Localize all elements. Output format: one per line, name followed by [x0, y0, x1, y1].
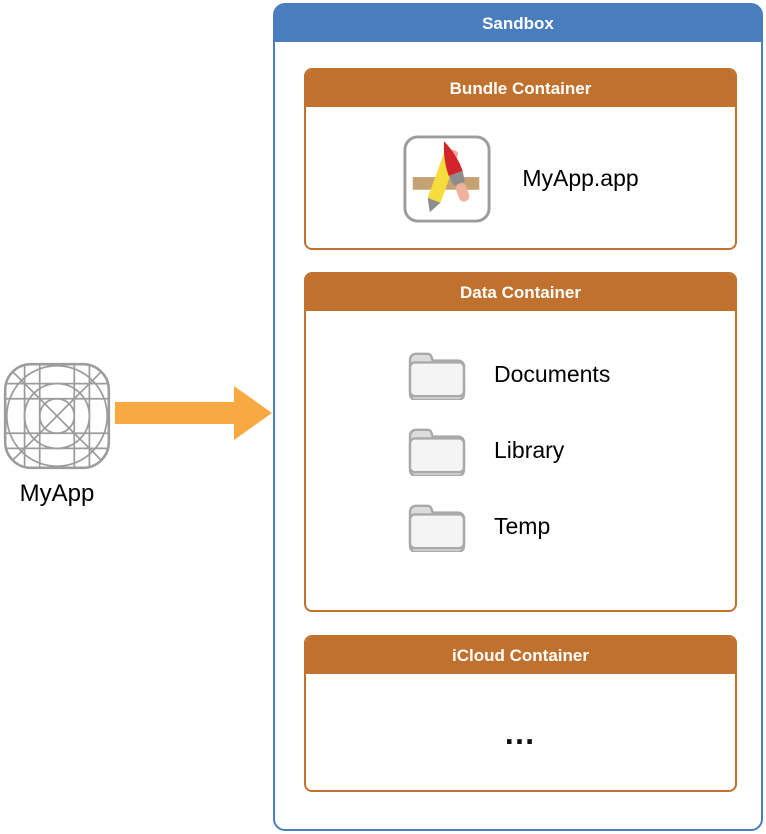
app-label: MyApp [19, 480, 95, 507]
folder-label: Temp [494, 512, 551, 539]
data-container-title: Data Container [306, 274, 735, 311]
icloud-container-body: … [306, 674, 735, 790]
folder-list: Documents Library Temp [306, 311, 735, 552]
arrow-right-icon [115, 386, 272, 440]
folder-row: Documents [406, 348, 735, 400]
folder-row: Library [406, 424, 735, 476]
bundle-item-label: MyApp.app [522, 165, 639, 191]
icloud-container-box: iCloud Container … [304, 635, 737, 792]
ellipsis-placeholder: … [503, 714, 538, 751]
app-grid-icon [3, 362, 111, 470]
folder-label: Library [494, 436, 565, 463]
data-container-box: Data Container Documents Library [304, 272, 737, 612]
bundle-container-title: Bundle Container [306, 70, 735, 107]
app-bundle-icon [403, 134, 491, 223]
folder-icon [408, 428, 466, 476]
sandbox-title: Sandbox [275, 5, 761, 42]
icloud-container-title: iCloud Container [306, 637, 735, 674]
folder-row: Temp [406, 500, 735, 552]
folder-icon [408, 352, 466, 400]
bundle-container-body: MyApp.app [306, 107, 735, 248]
folder-label: Documents [494, 360, 611, 387]
bundle-container-box: Bundle Container MyApp. [304, 68, 737, 250]
folder-icon [408, 504, 466, 552]
sandbox-box: Sandbox Bundle Container [273, 3, 763, 831]
